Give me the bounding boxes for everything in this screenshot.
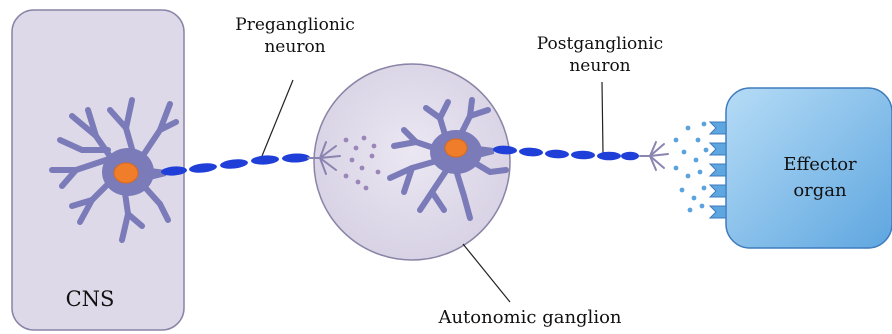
receptor-notches [710, 122, 726, 218]
postganglionic-label-line2: neuron [500, 55, 700, 77]
postganglionic-neuron-label: Postganglionic neuron [500, 33, 700, 77]
ganglion-pointer-line [463, 244, 510, 302]
postganglionic-label-line1: Postganglionic [500, 33, 700, 55]
effector-label-line1: Effector [760, 152, 880, 178]
preganglionic-neuron-label: Preganglionic neuron [205, 14, 385, 58]
autonomic-ganglion-label: Autonomic ganglion [420, 307, 640, 329]
preganglionic-nucleus [114, 163, 138, 183]
cns-label: CNS [40, 288, 140, 310]
effector-vesicles [674, 122, 709, 213]
postganglionic-axon [493, 145, 639, 160]
postganglionic-axon-terminal [640, 142, 668, 170]
effector-organ-label: Effector organ [760, 152, 880, 204]
preganglionic-label-line1: Preganglionic [205, 14, 385, 36]
preganglionic-label-line2: neuron [205, 36, 385, 58]
preganglionic-pointer-line [262, 80, 293, 156]
autonomic-ganglion-circle [314, 64, 510, 260]
postganglionic-pointer-line [602, 82, 603, 153]
effector-label-line2: organ [760, 178, 880, 204]
postganglionic-nucleus [445, 139, 467, 157]
